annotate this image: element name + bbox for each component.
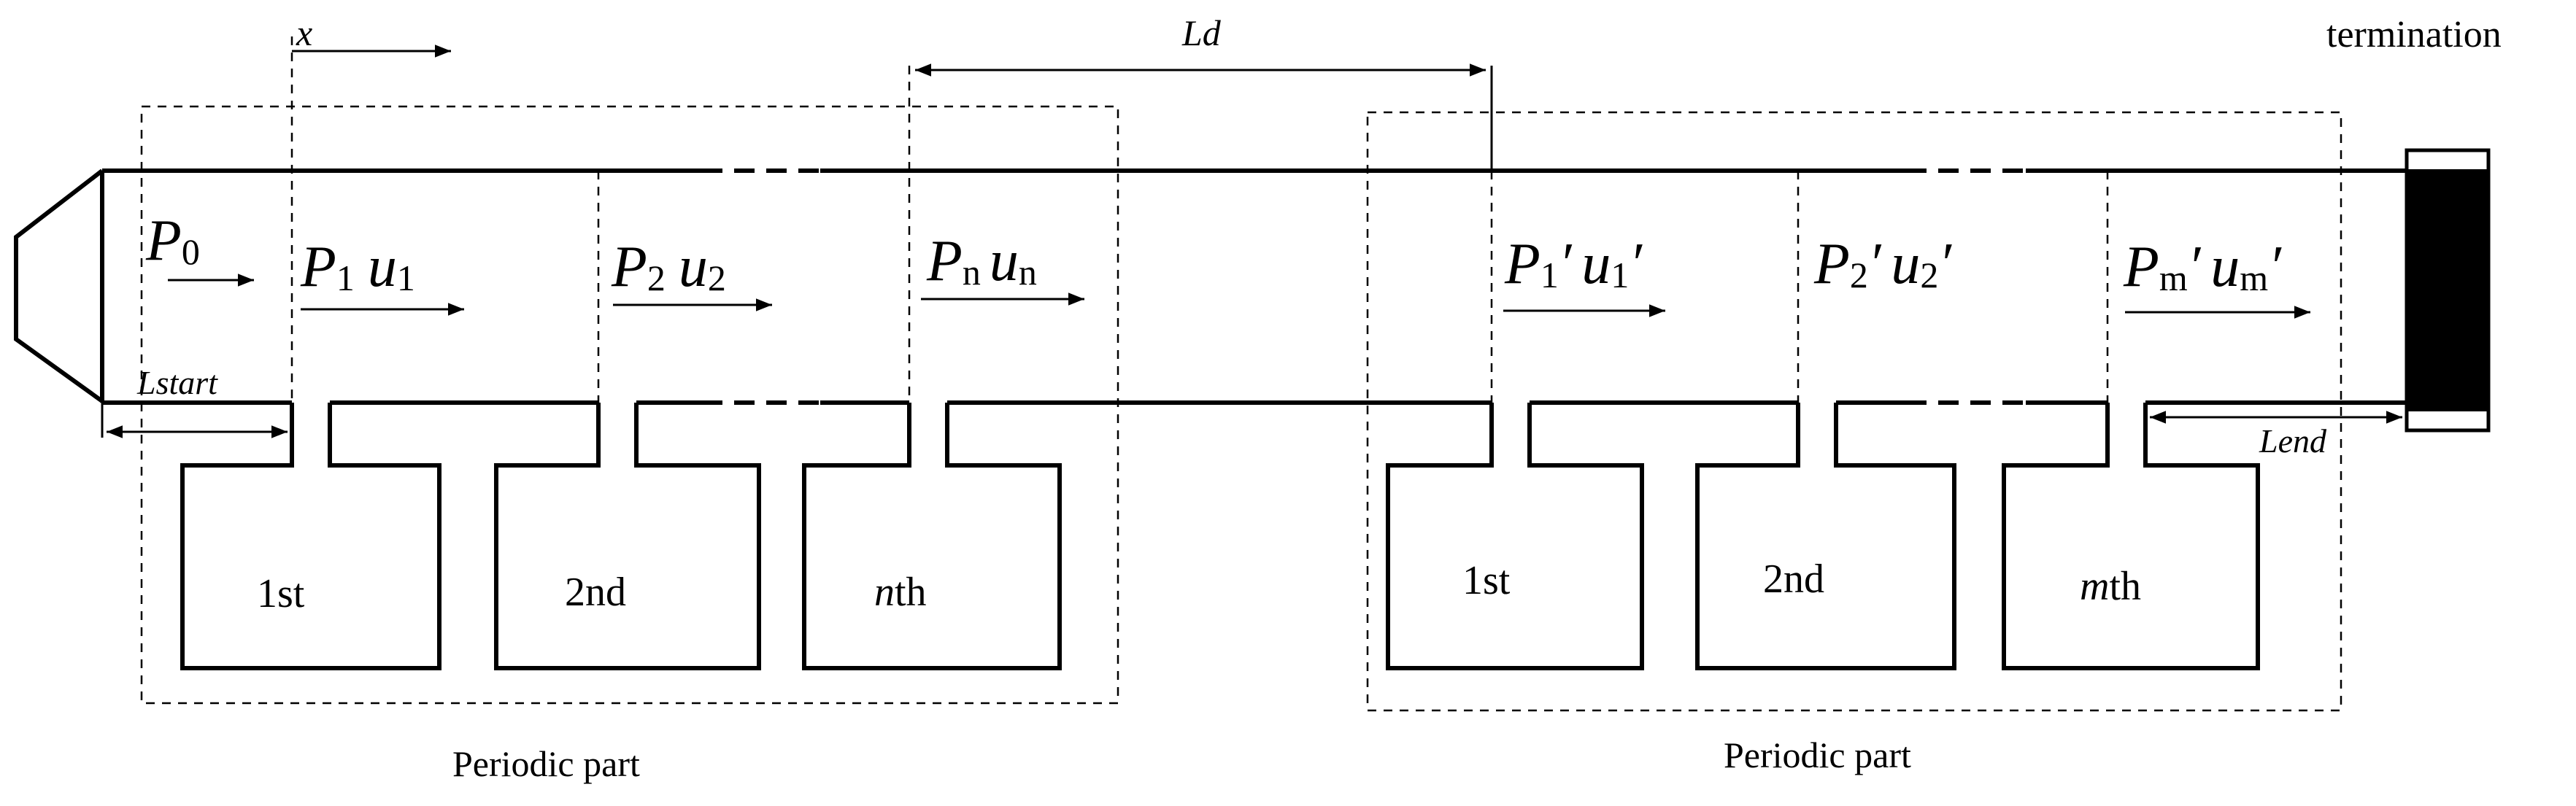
periodic-part-left-caption: Periodic part xyxy=(452,743,640,784)
periodic-box-right xyxy=(1366,111,2342,712)
periodic-box-left xyxy=(140,105,1119,705)
periodic-part-right-caption: Periodic part xyxy=(1724,735,1911,775)
sound-source xyxy=(14,168,104,403)
resonator-left-2 xyxy=(494,403,761,670)
p1prime-u1prime-label: P1′u1′ xyxy=(1504,232,1643,296)
termination-label: termination xyxy=(2326,14,2502,55)
lstart-label: Lstart xyxy=(136,364,218,401)
cavity-label-right-m: mth xyxy=(2080,564,2141,609)
p2prime-u2prime-label: P2′u2′ xyxy=(1813,232,1952,296)
resonator-right-2 xyxy=(1695,403,1956,670)
cavity-label-left-n: nth xyxy=(874,570,927,615)
station-lines xyxy=(290,36,2109,403)
cavity-label-right-2: 2nd xyxy=(1763,557,1824,602)
resonator-right-1 xyxy=(1386,403,1644,670)
cavity-label-left-1: 1st xyxy=(257,571,305,616)
cavity-label-left-2: 2nd xyxy=(565,570,626,615)
ld-label: Ld xyxy=(1181,12,1222,53)
resonator-left-1 xyxy=(180,403,441,670)
cavity-label-right-1: 1st xyxy=(1462,558,1511,603)
termination-block xyxy=(2405,148,2491,433)
resonator-left-n xyxy=(802,403,1062,670)
x-label: x xyxy=(296,12,312,53)
resonator-right-m xyxy=(2002,403,2260,670)
pmprime-umprime-label: Pm′um′ xyxy=(2123,235,2282,299)
lend-label: Lend xyxy=(2259,422,2327,460)
p0-label: P0 xyxy=(145,209,200,273)
